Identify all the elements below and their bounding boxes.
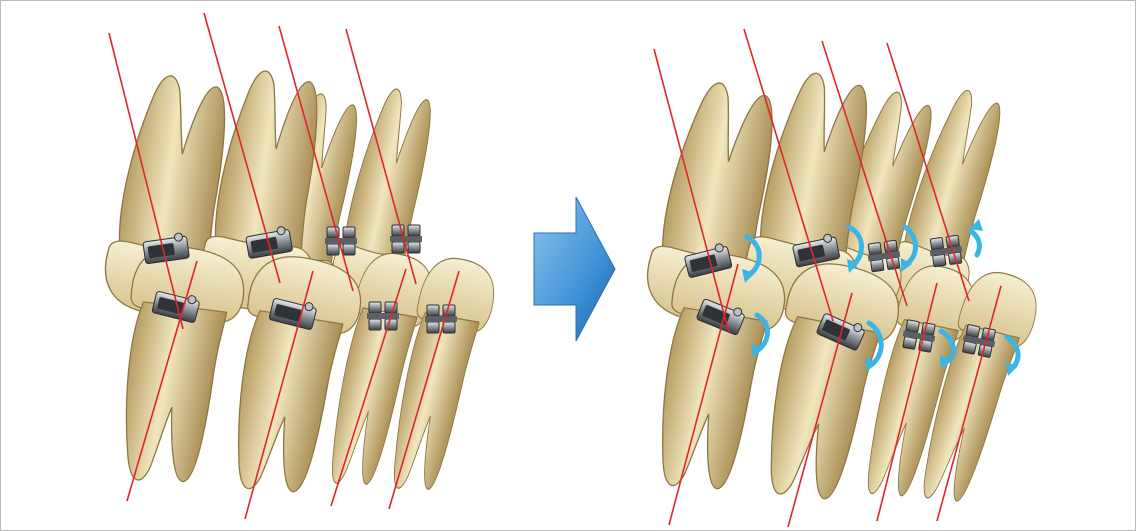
bracket-icon xyxy=(928,235,964,267)
transition-arrow-icon xyxy=(534,197,615,341)
rotation-arrow-icon xyxy=(971,231,979,255)
after-panel xyxy=(634,29,1046,527)
bracket-icon xyxy=(866,240,902,272)
before-panel xyxy=(99,13,502,519)
